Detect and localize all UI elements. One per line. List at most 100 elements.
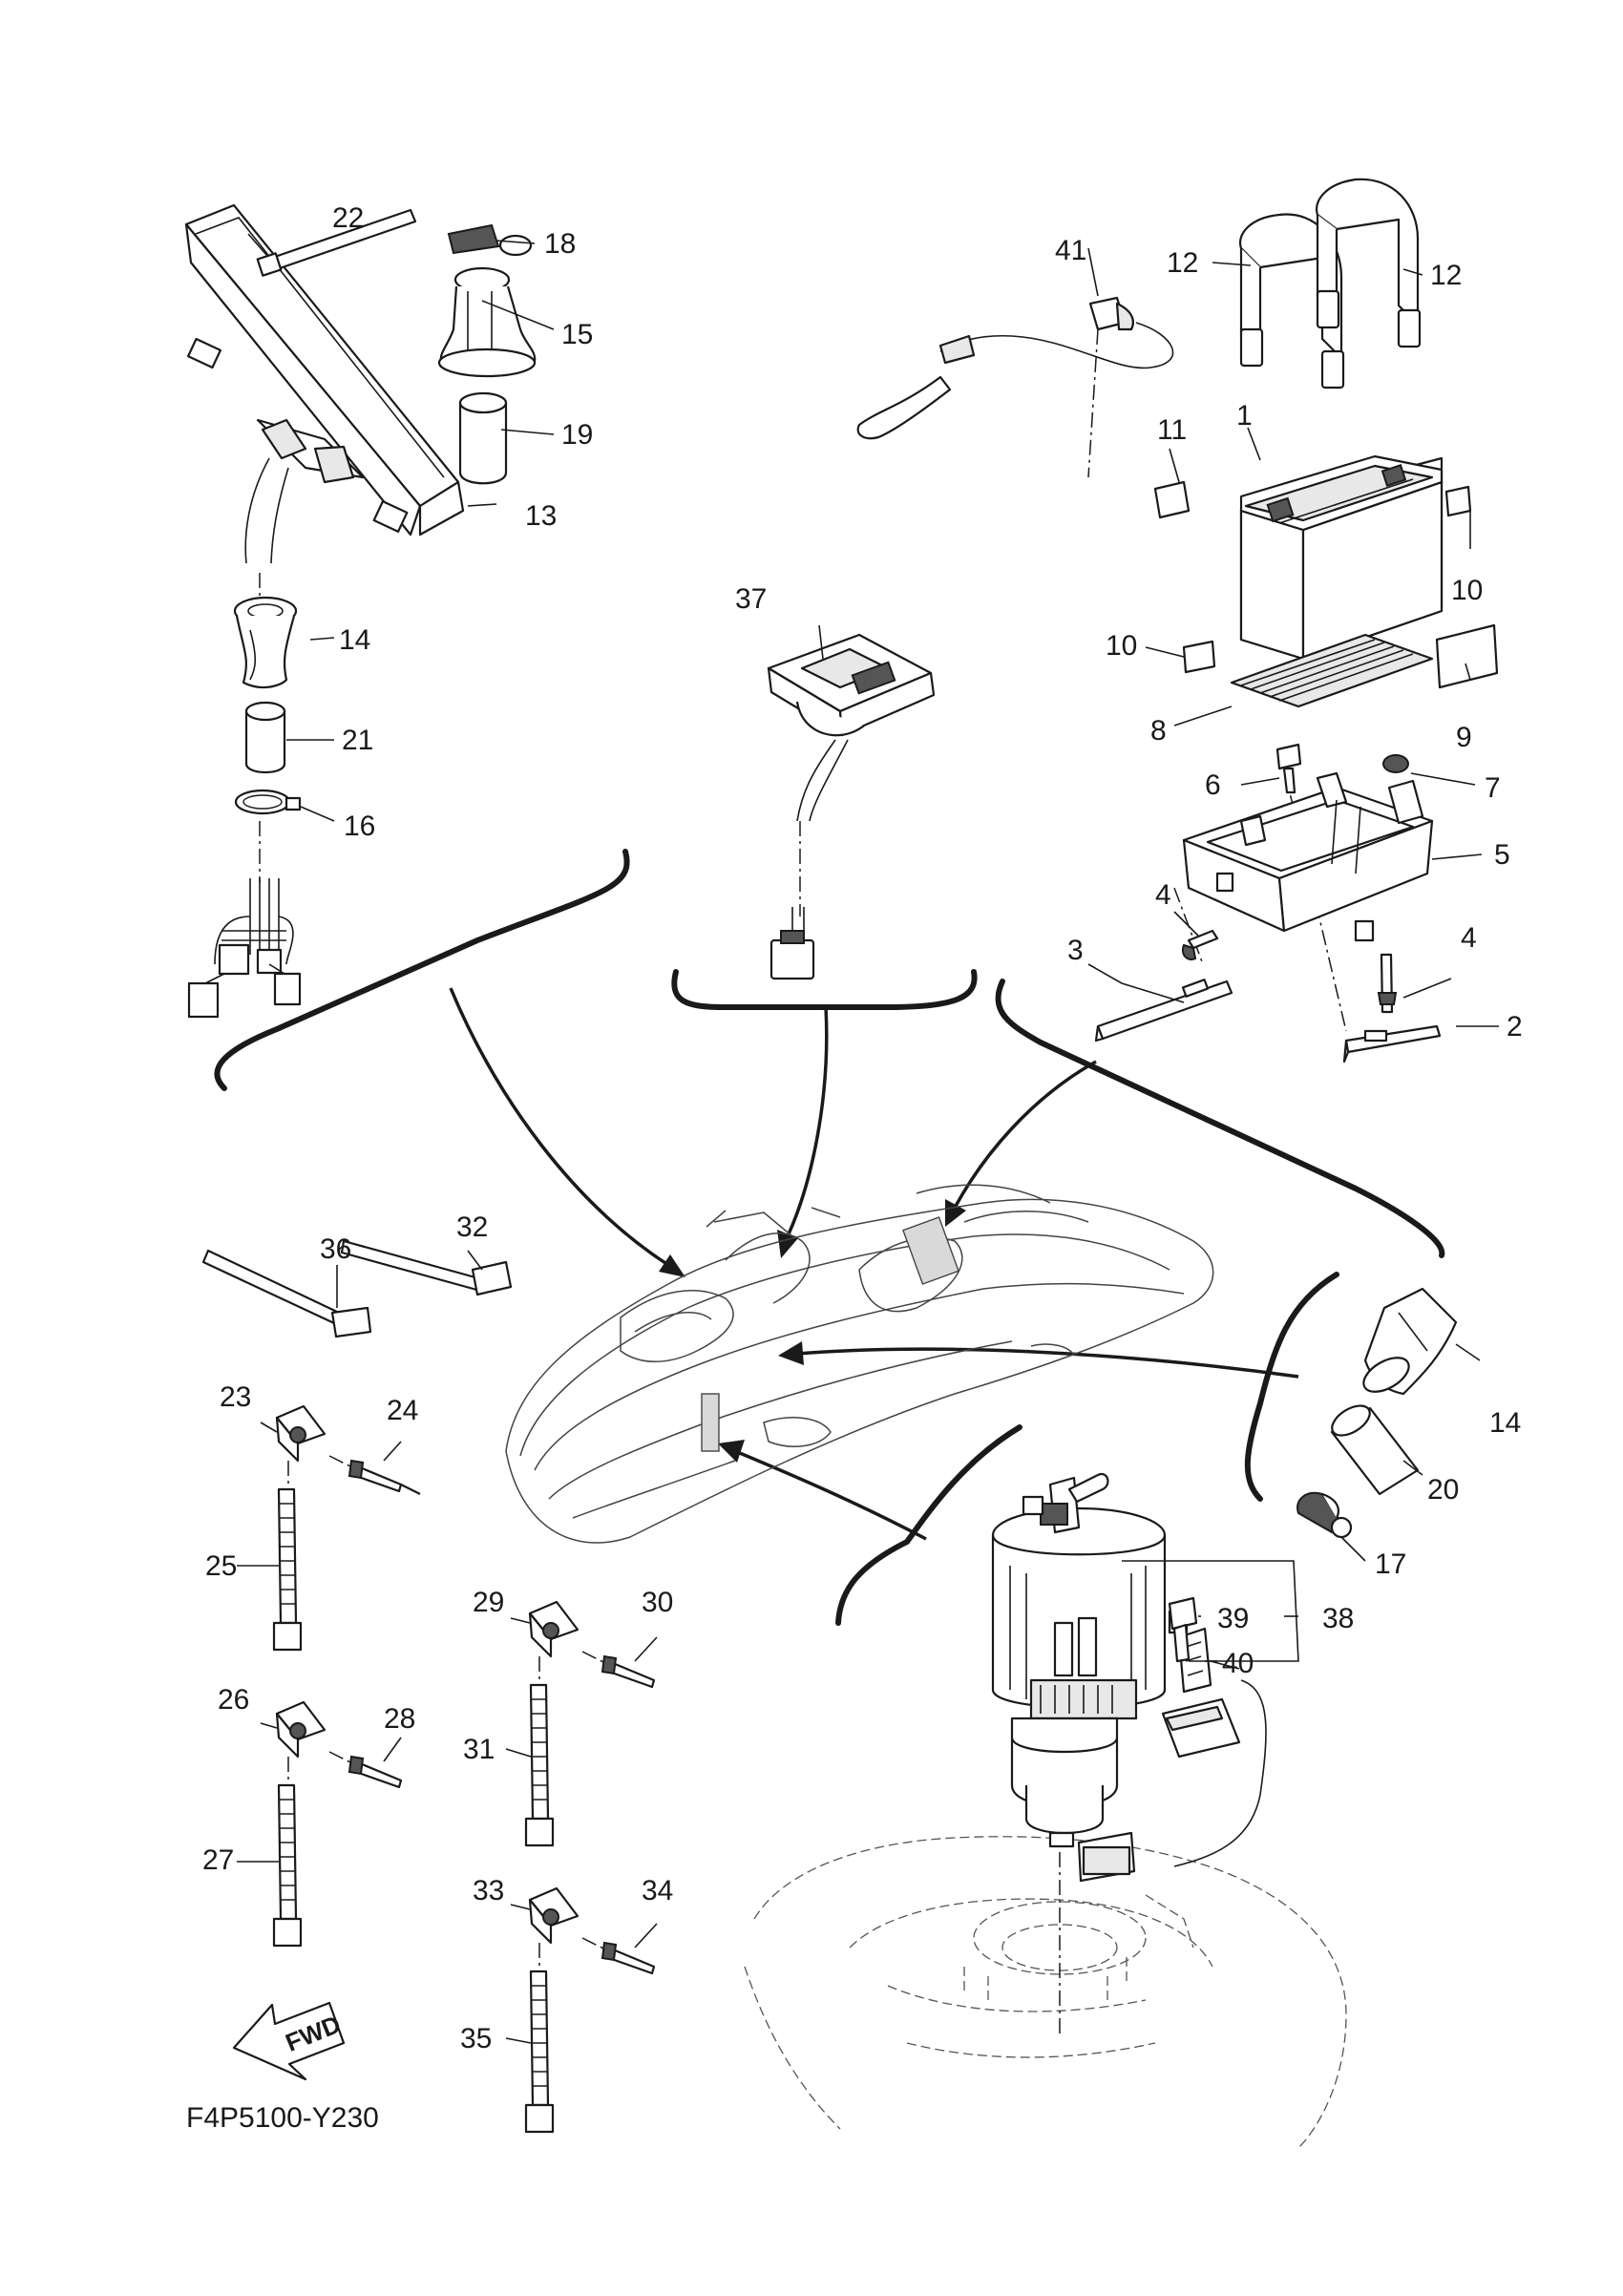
pad-10-left bbox=[1182, 640, 1216, 674]
callout-33: 33 bbox=[473, 1875, 504, 1906]
callout-7: 7 bbox=[1485, 772, 1501, 804]
sleeve-19 bbox=[458, 391, 508, 485]
upper-grommet-set bbox=[256, 208, 537, 485]
callout-12b: 12 bbox=[1430, 260, 1462, 291]
callout-28: 28 bbox=[384, 1703, 415, 1735]
callout-36: 36 bbox=[320, 1233, 351, 1265]
clamp-17 bbox=[1296, 1491, 1353, 1539]
arrow-to-battery bbox=[953, 1060, 1097, 1209]
cable-tie-36 bbox=[201, 1249, 372, 1338]
cable-ties bbox=[201, 1239, 513, 1338]
cap-18 bbox=[447, 223, 533, 257]
callout-13: 13 bbox=[525, 500, 557, 532]
callout-4a: 4 bbox=[1155, 879, 1171, 911]
bolt-6 bbox=[1275, 743, 1302, 794]
pad-10-right bbox=[1444, 485, 1472, 517]
battery-straps-12 bbox=[1238, 178, 1422, 390]
callout-8: 8 bbox=[1150, 715, 1167, 747]
callout-10a: 10 bbox=[1106, 630, 1137, 662]
sleeve-20 bbox=[1330, 1404, 1420, 1496]
callout-40: 40 bbox=[1222, 1648, 1254, 1679]
bracket-pump-group bbox=[835, 1424, 1022, 1626]
callout-20: 20 bbox=[1427, 1474, 1459, 1506]
cable-tie-22 bbox=[256, 208, 417, 277]
stays-and-pins bbox=[1094, 887, 1442, 1064]
callout-22: 22 bbox=[332, 202, 364, 234]
callout-24: 24 bbox=[387, 1395, 418, 1426]
callout-30: 30 bbox=[642, 1587, 673, 1618]
callout-5: 5 bbox=[1494, 839, 1510, 871]
battery-pads bbox=[1153, 480, 1499, 708]
bracket-switch-group bbox=[671, 969, 978, 1010]
clip-sets bbox=[272, 1404, 656, 2134]
callout-38: 38 bbox=[1322, 1603, 1354, 1634]
switch-assembly-37 bbox=[767, 633, 936, 980]
callout-labels: 1 2 3 4 4 5 6 7 8 9 10 10 11 12 12 13 14… bbox=[202, 202, 1523, 2054]
callout-3: 3 bbox=[1067, 935, 1084, 966]
grommet-14-right bbox=[1362, 1287, 1458, 1396]
fuel-tank-outline bbox=[744, 1836, 1347, 2149]
callout-10b: 10 bbox=[1451, 575, 1483, 606]
watercraft-hull bbox=[505, 1184, 1214, 1544]
pin-4-right bbox=[1377, 953, 1398, 1014]
callout-37: 37 bbox=[735, 583, 767, 615]
group-brackets bbox=[214, 849, 1445, 1626]
callout-17: 17 bbox=[1375, 1548, 1406, 1580]
clip-set-33 bbox=[524, 1886, 656, 2134]
diagram-code: F4P5100-Y230 bbox=[186, 2102, 379, 2134]
arrow-to-switch bbox=[786, 1006, 829, 1237]
callout-31: 31 bbox=[463, 1734, 495, 1765]
clip-set-23 bbox=[272, 1404, 421, 1652]
callout-25: 25 bbox=[205, 1550, 237, 1582]
grommet-15 bbox=[437, 266, 537, 378]
stay-3 bbox=[1094, 979, 1233, 1043]
connector-39 bbox=[1168, 1596, 1198, 1663]
callout-1: 1 bbox=[1236, 400, 1253, 432]
clip-set-26 bbox=[272, 1700, 403, 1948]
callout-34: 34 bbox=[642, 1875, 673, 1906]
sensor-41 bbox=[856, 296, 1174, 478]
callout-9: 9 bbox=[1456, 722, 1472, 753]
pad-11 bbox=[1153, 480, 1191, 519]
battery-box-5 bbox=[1182, 743, 1434, 1032]
stay-2 bbox=[1342, 1024, 1442, 1064]
pointer-arrows bbox=[449, 987, 1299, 1541]
callout-leaders bbox=[237, 233, 1499, 2044]
pin-4-left bbox=[1182, 929, 1219, 960]
battery-1 bbox=[1239, 454, 1444, 661]
meter-harness bbox=[187, 573, 302, 1019]
callout-35: 35 bbox=[460, 2023, 492, 2054]
callout-21: 21 bbox=[342, 725, 373, 756]
grommet-14-upper bbox=[233, 596, 298, 689]
callout-16: 16 bbox=[344, 811, 375, 842]
clamp-16 bbox=[234, 789, 302, 815]
bracket-right-group bbox=[1244, 1272, 1339, 1502]
callout-14a: 14 bbox=[339, 624, 370, 656]
callout-32: 32 bbox=[456, 1211, 488, 1243]
callout-18: 18 bbox=[544, 228, 576, 260]
forward-arrow-icon: FWD bbox=[232, 2001, 346, 2081]
callout-12a: 12 bbox=[1167, 247, 1198, 279]
arrow-to-meter bbox=[449, 987, 669, 1267]
callout-29: 29 bbox=[473, 1587, 504, 1618]
callout-14b: 14 bbox=[1489, 1407, 1521, 1439]
callout-26: 26 bbox=[218, 1684, 249, 1716]
right-grommet-set bbox=[1296, 1287, 1458, 1539]
callout-4b: 4 bbox=[1461, 922, 1477, 954]
arrow-to-pump bbox=[734, 1449, 927, 1541]
pad-9 bbox=[1435, 623, 1499, 689]
clip-set-29 bbox=[524, 1600, 656, 1847]
callout-23: 23 bbox=[220, 1381, 251, 1413]
fuel-pump-38 bbox=[991, 1472, 1267, 2038]
callout-19: 19 bbox=[561, 419, 593, 451]
bracket-meter-group bbox=[214, 849, 630, 1091]
callout-11: 11 bbox=[1157, 414, 1187, 446]
callout-15: 15 bbox=[561, 319, 593, 350]
meter-assembly bbox=[184, 203, 465, 564]
callout-41: 41 bbox=[1055, 235, 1086, 266]
callout-6: 6 bbox=[1205, 769, 1221, 801]
mat-8 bbox=[1230, 633, 1434, 708]
callout-27: 27 bbox=[202, 1844, 234, 1876]
callout-39: 39 bbox=[1217, 1603, 1249, 1634]
